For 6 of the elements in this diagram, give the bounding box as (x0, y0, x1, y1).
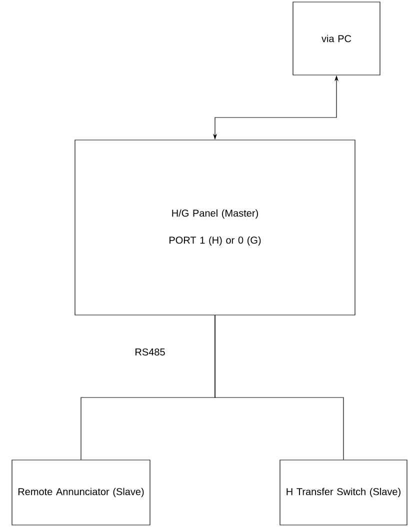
device-box: via PC (292, 2, 380, 76)
bus-label: RS485 (136, 348, 165, 356)
panel-box: H/G Panel (Master) PORT 1 (H) or 0 (G) (74, 140, 356, 316)
device-box: H Transfer Switch (Slave) (280, 460, 408, 526)
device-box: Remote Annunciator (Slave) (12, 460, 150, 526)
connector-line (214, 315, 344, 460)
